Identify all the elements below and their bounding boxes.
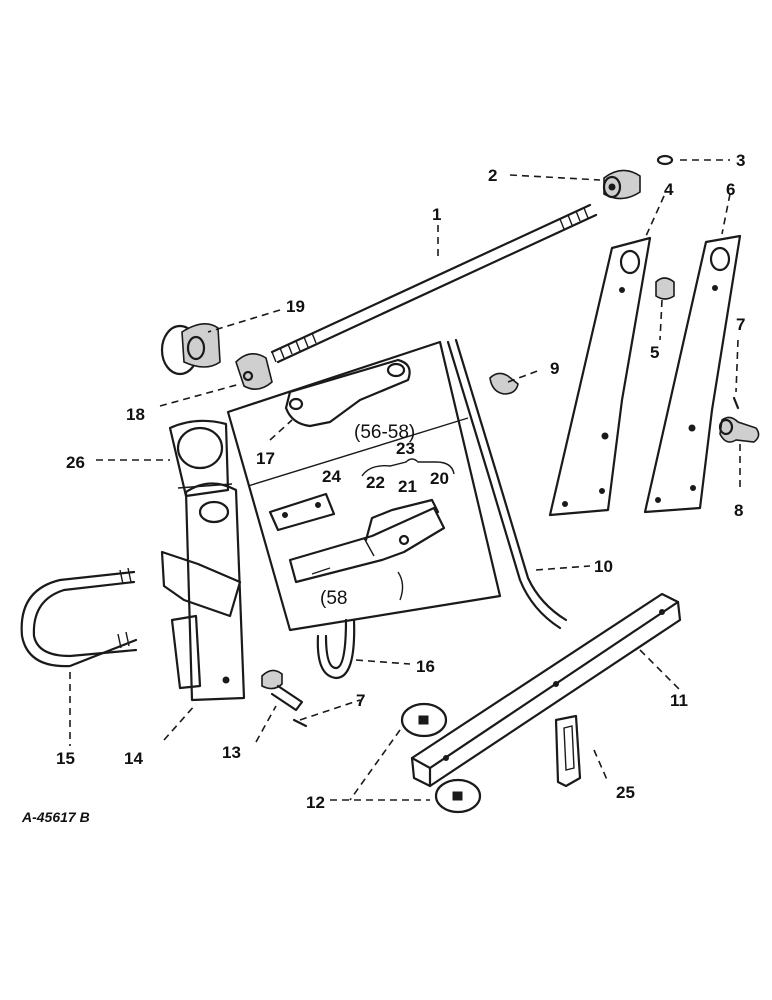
part-7-lower-cotter-pin	[292, 718, 308, 728]
year-note-56-58: (56-58)	[354, 422, 415, 443]
part-14-clamp-bracket	[160, 482, 246, 702]
callout-4: 4	[664, 180, 674, 199]
callout-9: 9	[550, 359, 559, 378]
part-11-bar	[410, 592, 682, 788]
callout-23: 23	[396, 439, 415, 458]
callout-1: 1	[432, 205, 441, 224]
part-4-bracket	[548, 236, 652, 517]
callout-16: 16	[416, 657, 435, 676]
part-1-threaded-rod	[270, 203, 598, 364]
callout-12: 12	[306, 793, 325, 812]
part-6-bracket	[643, 234, 742, 514]
part-19-bushing	[160, 323, 221, 376]
year-note-58-close	[397, 571, 404, 601]
callout-24: 24	[322, 467, 341, 486]
part-12-washers	[400, 702, 482, 814]
part-25-plate	[554, 714, 582, 788]
part-9-clip	[489, 372, 519, 395]
callout-numbers: 1 2 3 4 5 6 7 8 9 10 11 12 13 14 15 16 1…	[56, 151, 745, 812]
part-15-u-bolt	[20, 567, 138, 668]
callout-15: 15	[56, 749, 75, 768]
callout-18: 18	[126, 405, 145, 424]
year-range-inset	[226, 340, 502, 632]
callout-5: 5	[650, 343, 659, 362]
part-18-spacer	[235, 353, 273, 390]
callout-17: 17	[256, 449, 275, 468]
part-16-small-u-bolt	[316, 618, 356, 680]
callout-7-lower: 7	[356, 691, 365, 710]
callout-20: 20	[430, 469, 449, 488]
callout-6: 6	[726, 180, 735, 199]
year-note-58: (58	[320, 588, 347, 609]
callout-14: 14	[124, 749, 143, 768]
callout-25: 25	[616, 783, 635, 802]
callout-7-upper: 7	[736, 315, 745, 334]
part-8-bolt	[718, 416, 760, 443]
part-7-cotter-pin	[732, 396, 740, 410]
part-10-bent-rod	[446, 338, 568, 630]
part-17-arm-casting	[284, 358, 411, 428]
callout-10: 10	[594, 557, 613, 576]
part-26-bracket-plate	[168, 419, 233, 498]
callout-8: 8	[734, 501, 743, 520]
callout-13: 13	[222, 743, 241, 762]
callout-2: 2	[488, 166, 497, 185]
part-2-collar	[602, 169, 641, 200]
brace-23	[361, 458, 455, 477]
callout-11: 11	[670, 691, 688, 710]
callout-26: 26	[66, 453, 85, 472]
callout-3: 3	[736, 151, 745, 170]
callout-19: 19	[286, 297, 305, 316]
part-3-pin	[656, 154, 674, 166]
part-5-spacer	[655, 277, 675, 300]
reference-number: A-45617 B	[21, 809, 90, 825]
callout-22: 22	[366, 473, 385, 492]
callout-21: 21	[398, 477, 417, 496]
part-13-bolt	[261, 669, 304, 712]
leader-lines	[69, 159, 741, 801]
